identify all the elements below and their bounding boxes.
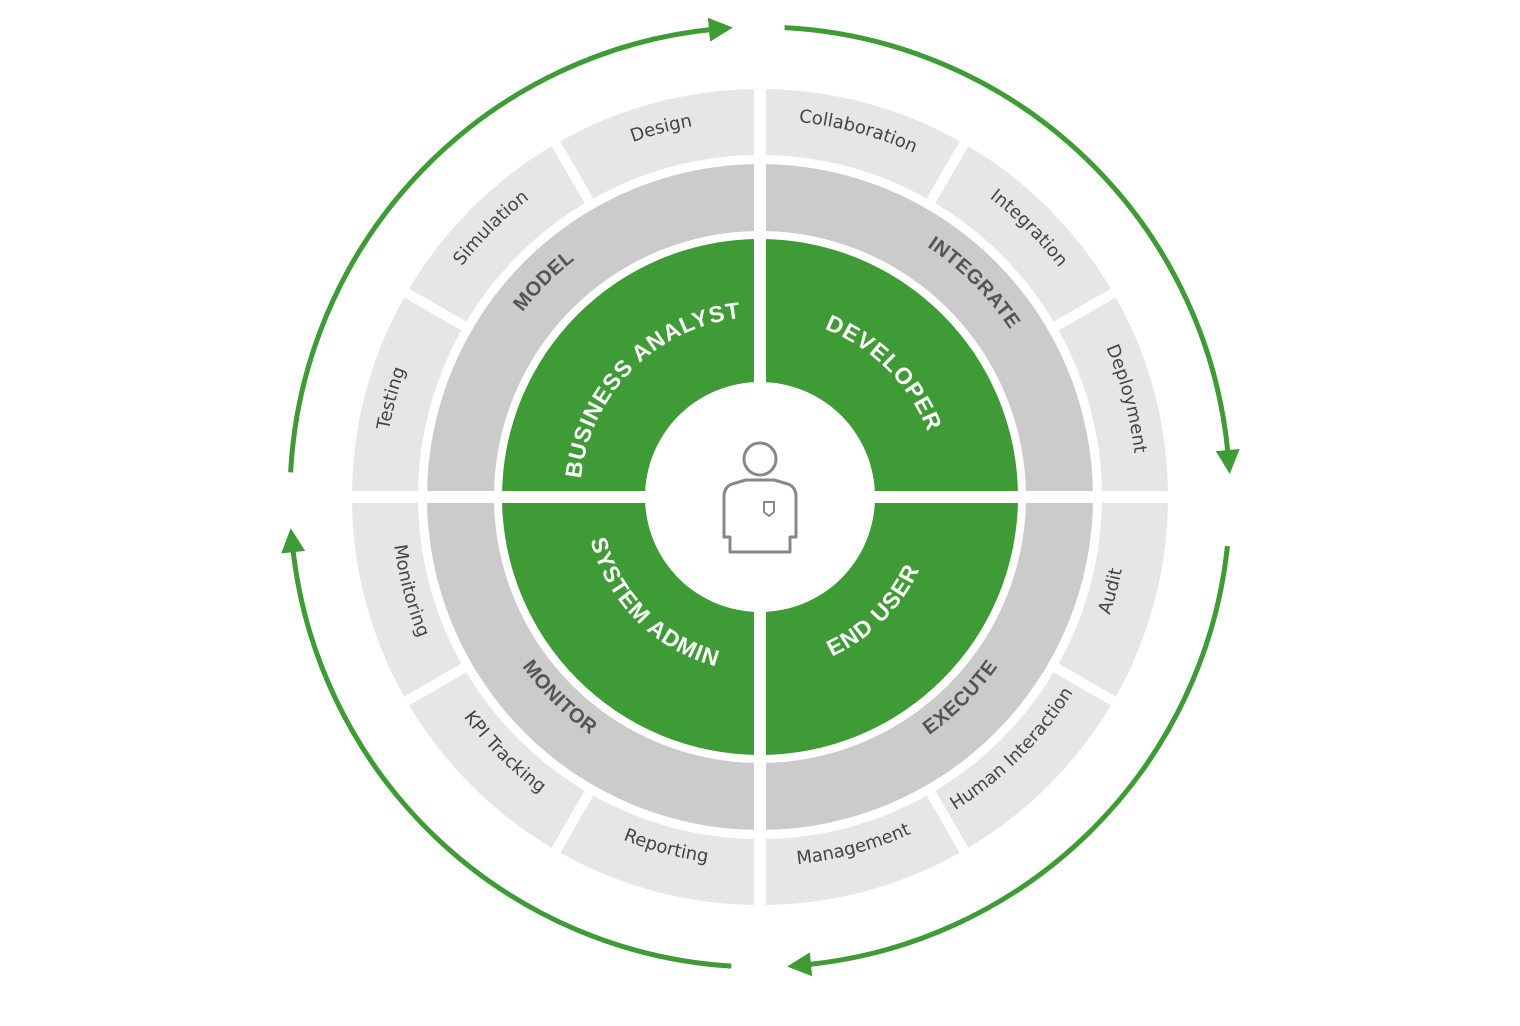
phase-segment-model: [427, 164, 760, 497]
person-icon: [722, 441, 798, 554]
task-cell-management: [760, 793, 964, 905]
cycle-arc-2: [784, 25, 1231, 457]
task-cell-deployment: [1056, 293, 1168, 497]
task-cell-integration: [931, 143, 1114, 326]
cycle-arc-1: [288, 26, 716, 473]
task-separator: [549, 137, 596, 207]
role-segment-business-analyst: [502, 239, 760, 497]
cycle-arrows: [281, 17, 1240, 977]
task-ring: [352, 89, 1168, 905]
arrow-up-icon: [281, 528, 306, 554]
task-separator: [549, 787, 596, 857]
center-hub: [646, 383, 874, 611]
arrow-left-icon: [787, 952, 813, 977]
role-segment-developer: [760, 239, 1018, 497]
role-ring: [502, 239, 1018, 755]
task-cell-audit: [1056, 497, 1168, 701]
task-cell-human-interaction: [931, 668, 1114, 851]
task-separator: [1050, 661, 1120, 708]
center-circle: [646, 383, 874, 611]
arrow-right-icon: [707, 17, 733, 42]
role-segment-system-admin: [502, 497, 760, 755]
cycle-arc-4: [290, 545, 732, 969]
task-cell-reporting: [556, 793, 760, 905]
phase-segment-monitor: [427, 497, 760, 830]
phase-segment-integrate: [760, 164, 1093, 497]
role-segment-end-user: [760, 497, 1018, 755]
task-separator: [400, 661, 470, 708]
task-separator: [924, 787, 971, 857]
phase-ring: [427, 164, 1093, 830]
task-cell-kpi-tracking: [406, 668, 589, 851]
task-separator: [924, 137, 971, 207]
task-separator: [1050, 286, 1120, 333]
task-cell-design: [556, 89, 760, 201]
task-cell-testing: [352, 293, 464, 497]
arrow-down-icon: [1215, 449, 1240, 474]
task-cell-collaboration: [760, 89, 964, 201]
phase-segment-execute: [760, 497, 1093, 830]
cycle-arc-3: [804, 545, 1230, 968]
task-cell-monitoring: [352, 497, 464, 701]
task-separator: [400, 286, 470, 333]
task-cell-simulation: [406, 143, 589, 326]
